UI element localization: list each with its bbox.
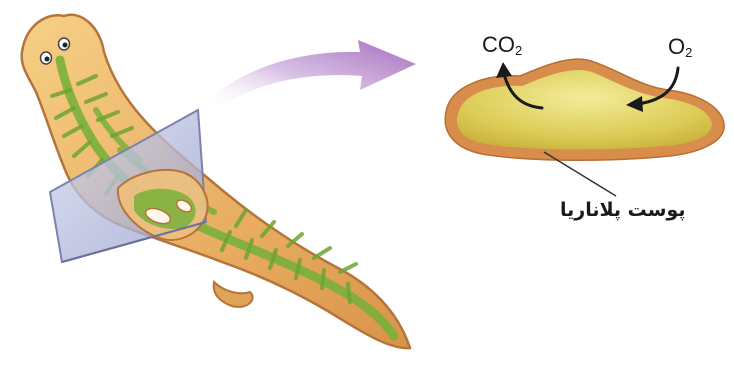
zoom-arrow-shaft: [208, 40, 416, 110]
pharynx-lobe: [214, 282, 253, 307]
o2-label: O2: [668, 36, 692, 59]
o2-label-sub: 2: [685, 45, 692, 60]
co2-label-sub: 2: [515, 43, 522, 58]
left-pupil: [45, 57, 50, 62]
right-pupil: [63, 43, 68, 48]
zoom-arrow: [208, 40, 416, 110]
skin-cross-section: [445, 59, 724, 196]
co2-arrowhead: [496, 62, 512, 78]
o2-label-main: O: [668, 34, 685, 59]
co2-label-main: CO: [482, 32, 515, 57]
co2-label: CO2: [482, 34, 522, 57]
skin-caption: پوست پلاناریا: [560, 201, 686, 220]
